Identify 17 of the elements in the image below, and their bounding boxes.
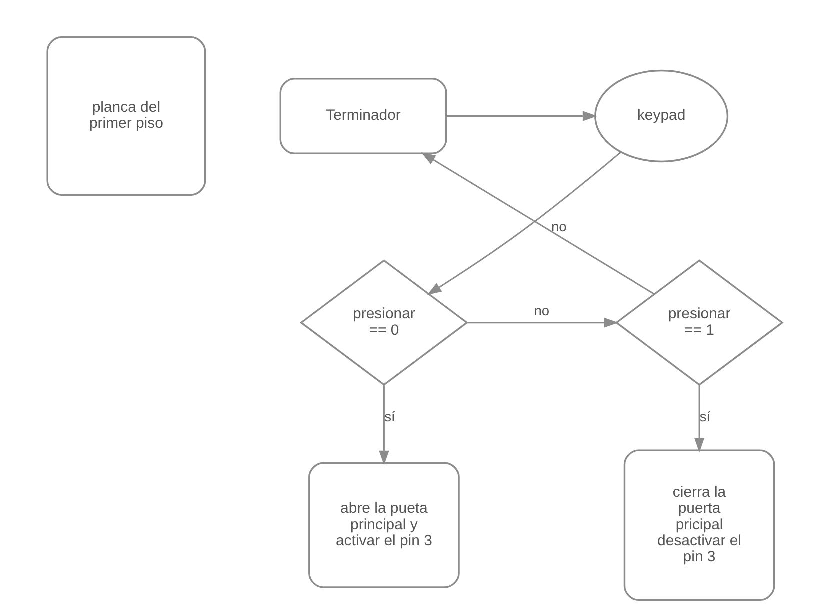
node-box: cierra la puerta pricipal desactivar el pin 3: [624, 450, 776, 602]
node-ellipse: keypad: [594, 70, 729, 163]
edge-label: sí: [700, 409, 711, 424]
arrow: [421, 152, 655, 295]
node-diamond: presionar == 0: [300, 260, 469, 386]
edge-label: no: [534, 303, 550, 318]
arrow: [427, 152, 622, 296]
arrow: [694, 385, 705, 453]
arrow: [379, 385, 390, 466]
node-box: planca del primer piso: [46, 36, 206, 196]
node-box: Terminador: [280, 78, 448, 155]
node-box: abre la pueta principal y activar el pin 3: [308, 462, 460, 588]
node-diamond: presionar == 1: [615, 260, 784, 386]
edge-label: sí: [384, 409, 396, 424]
edge-label: no: [551, 219, 567, 234]
arrow: [467, 318, 619, 328]
arrow: [446, 111, 598, 122]
